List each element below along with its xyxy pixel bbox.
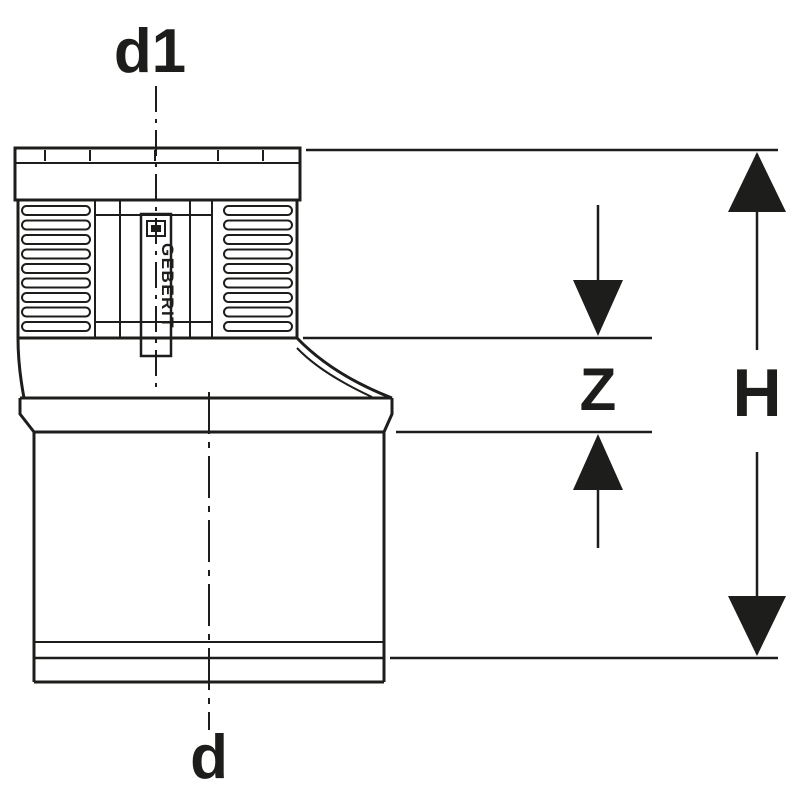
geberit-logo-text: GEBERIT	[158, 243, 177, 329]
label-d: d	[190, 723, 228, 792]
z-arrow-up	[573, 434, 623, 490]
socket-body	[16, 200, 299, 340]
geberit-logo: GEBERIT	[139, 212, 177, 358]
h-arrow-down	[728, 596, 786, 656]
centerlines	[155, 86, 210, 730]
label-d1: d1	[114, 17, 186, 86]
diameter-labels: d1 d	[114, 17, 228, 792]
label-h: H	[732, 355, 781, 431]
dimension-z: Z	[303, 205, 652, 548]
transition-flare	[16, 336, 394, 434]
dimension-h: H	[306, 148, 786, 660]
label-z: Z	[580, 356, 617, 423]
fitting-body: GEBERIT	[13, 146, 394, 684]
socket-cap	[13, 146, 302, 202]
h-arrow-up	[728, 152, 786, 212]
z-arrow-down	[573, 280, 623, 336]
